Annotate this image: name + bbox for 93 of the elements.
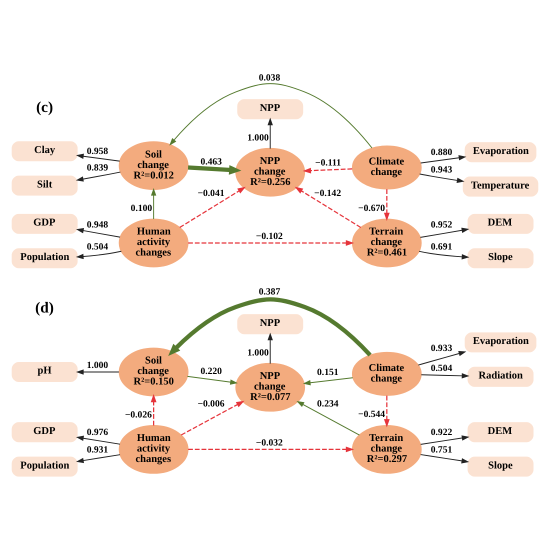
- edge-label: −0.102: [256, 230, 283, 242]
- edge-label: 0.976: [86, 426, 108, 438]
- edge-label: 1.000: [86, 360, 108, 371]
- label: (d): [35, 299, 54, 316]
- arrow: [169, 82, 372, 148]
- arrow: [302, 376, 354, 385]
- edge-label: 0.931: [86, 444, 108, 455]
- edge-label: 0.504: [86, 241, 108, 252]
- arrow: [420, 154, 466, 163]
- arrow: [76, 435, 121, 444]
- arrow: [384, 395, 390, 427]
- node-ellipse: Climate change: [352, 145, 422, 189]
- arrow: [420, 434, 470, 444]
- edge-label: 0.463: [200, 156, 222, 168]
- edge-label: 0.151: [317, 366, 339, 378]
- edge-label: 0.839: [86, 162, 108, 173]
- node-box: Temperature: [462, 176, 538, 196]
- arrow: [418, 250, 470, 259]
- edge-label: 0.751: [430, 444, 452, 455]
- arrow: [384, 188, 390, 220]
- edge-label: 0.943: [430, 164, 452, 175]
- arrow: [76, 228, 121, 238]
- edge-label: 1.000: [247, 132, 269, 144]
- edge-label: −0.032: [256, 437, 283, 448]
- edge-label: 1.000: [247, 347, 269, 358]
- edge-label: −0.670: [358, 202, 386, 214]
- node-box: pH: [12, 361, 78, 382]
- node-ellipse: Human activity changes: [118, 424, 188, 474]
- arrow: [188, 240, 354, 246]
- arrow: [76, 454, 121, 463]
- arrow: [179, 186, 246, 228]
- node-box: Evaporation: [464, 332, 536, 352]
- arrow: [420, 454, 470, 463]
- label: (c): [36, 98, 54, 116]
- edge-label: −0.006: [198, 398, 225, 409]
- edge-label: 0.220: [200, 365, 222, 376]
- arrow: [268, 332, 273, 364]
- node-ellipse: Terrain change R²=0.461: [352, 218, 422, 267]
- edge-label: 0.948: [86, 219, 108, 230]
- arrow: [268, 117, 273, 149]
- arrow: [188, 446, 354, 452]
- arrow: [419, 173, 465, 183]
- arrow: [418, 350, 466, 366]
- node-box: Silt: [12, 175, 78, 196]
- edge-label: 0.952: [430, 219, 452, 230]
- edge-label: 0.234: [317, 398, 339, 409]
- arrow: [420, 372, 470, 378]
- arrow: [76, 153, 120, 162]
- node-box: Population: [12, 248, 78, 268]
- node-box: Clay: [12, 140, 78, 161]
- arrow: [420, 227, 470, 238]
- node-ellipse: Climate change: [352, 351, 422, 396]
- edge-label: −0.041: [198, 188, 225, 199]
- edge-label: 0.038: [258, 72, 280, 84]
- arrow: [302, 167, 352, 173]
- edge-label: 0.387: [258, 286, 280, 298]
- edge-label: 0.691: [430, 241, 452, 252]
- node-box: DEM: [468, 213, 534, 234]
- edge-label: 0.880: [430, 146, 452, 158]
- arrow: [188, 164, 242, 174]
- arrow: [150, 393, 156, 426]
- edge-label: −0.026: [124, 408, 152, 420]
- edge-label: −0.544: [358, 408, 386, 420]
- edge-label: −0.142: [314, 188, 342, 199]
- arrow: [296, 400, 360, 436]
- edge-label: 0.922: [430, 426, 452, 438]
- arrow: [168, 296, 372, 356]
- node-box: Slope: [468, 456, 534, 476]
- node-box: GDP: [12, 422, 78, 442]
- node-box: Evaporation: [464, 142, 536, 162]
- node-box: Slope: [468, 248, 534, 268]
- edge-label: 0.958: [86, 146, 108, 157]
- node-ellipse: Human activity changes: [118, 218, 188, 267]
- arrow: [76, 250, 122, 259]
- arrow: [186, 375, 238, 384]
- edge-label: 0.504: [430, 362, 452, 374]
- node-box: DEM: [468, 422, 534, 442]
- node-box: Population: [12, 456, 78, 476]
- node-box: NPP: [237, 314, 304, 334]
- node-box: GDP: [12, 213, 78, 234]
- arrow: [180, 400, 244, 436]
- edge-label: 0.933: [430, 342, 452, 354]
- node-box: NPP: [237, 98, 304, 119]
- node-ellipse: Soil change R²=0.012: [118, 140, 188, 190]
- node-ellipse: Terrain change R²=0.297: [352, 424, 422, 474]
- arrow: [76, 171, 121, 182]
- node-ellipse: Soil change R²=0.150: [118, 347, 188, 396]
- arrow: [150, 187, 156, 220]
- node-box: Radiation: [468, 366, 534, 386]
- edge-label: −0.111: [315, 157, 342, 168]
- arrow: [76, 368, 120, 374]
- arrow: [294, 186, 362, 228]
- edge-label: 0.100: [130, 202, 152, 214]
